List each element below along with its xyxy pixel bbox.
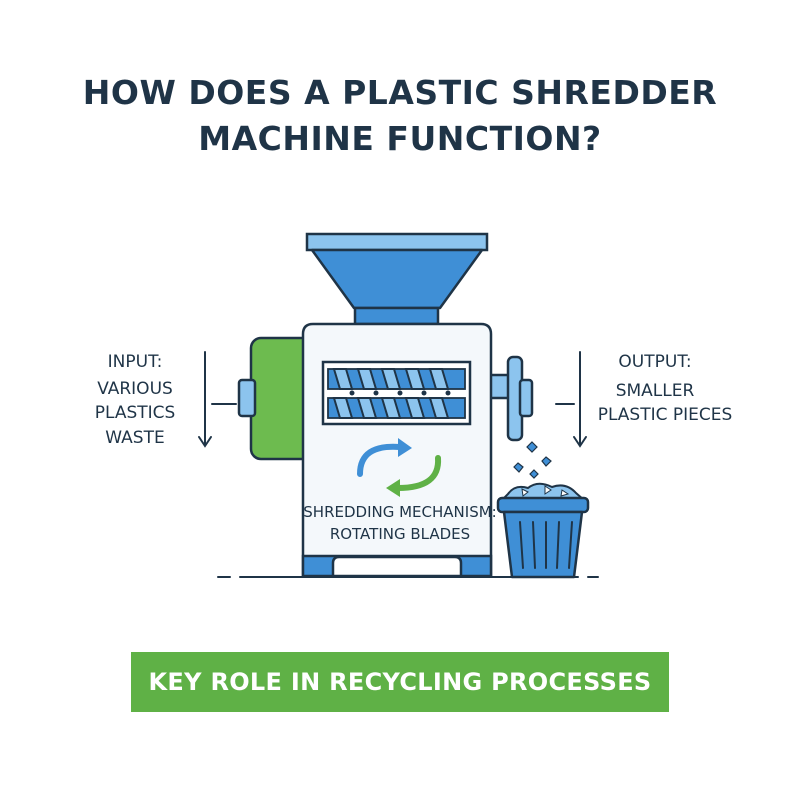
output-down-arrow-icon [555,351,587,448]
banner-label: KEY ROLE IN RECYCLING PROCESSES [148,668,652,696]
plastic-pieces [513,441,552,479]
mechanism-line-1: SHREDDING MECHANISM: [303,503,497,521]
output-heading: OUTPUT: [618,352,692,372]
title-line-2: MACHINE FUNCTION? [198,119,602,158]
axle-right [486,355,534,442]
input-line-3: WASTE [105,428,165,448]
title-line-1: HOW DOES A PLASTIC SHREDDER [82,73,718,112]
input-down-arrow-icon [198,351,237,448]
key-role-banner: KEY ROLE IN RECYCLING PROCESSES [131,652,669,712]
input-line-1: VARIOUS [97,379,173,399]
input-line-2: PLASTICS [94,403,176,423]
input-heading: INPUT: [107,352,163,372]
hopper-icon [305,232,489,326]
motor-left [237,336,315,461]
bin-icon [496,482,590,579]
mechanism-line-2: ROTATING BLADES [329,525,471,543]
output-line-2: PLASTIC PIECES [597,405,733,425]
shredder-blades-icon [321,360,472,426]
recycle-arrows-icon [357,438,442,497]
output-line-1: SMALLER [615,381,695,401]
